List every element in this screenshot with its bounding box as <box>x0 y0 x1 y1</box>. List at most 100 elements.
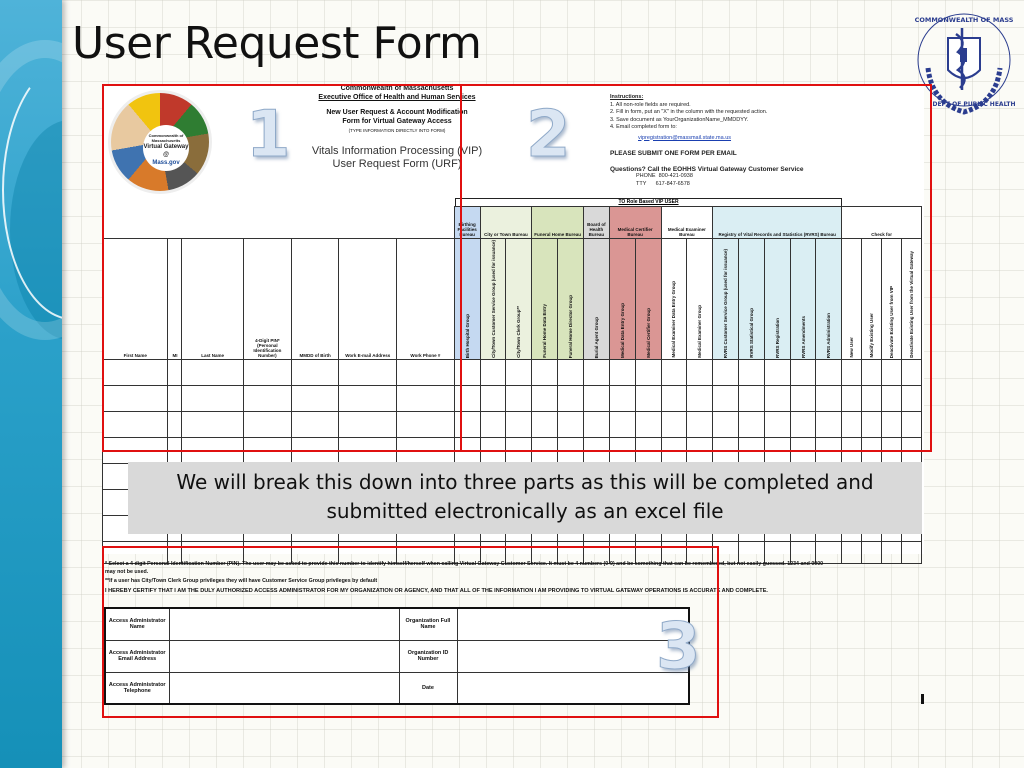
cell-input[interactable] <box>738 410 765 438</box>
cell-input[interactable] <box>686 410 714 438</box>
cell-input[interactable] <box>789 384 817 412</box>
cell-input[interactable] <box>789 358 817 386</box>
cell-input[interactable] <box>101 384 169 412</box>
cell-input[interactable] <box>841 358 863 386</box>
cell-input[interactable] <box>738 358 765 386</box>
cell-input[interactable] <box>557 384 584 412</box>
cell-input[interactable] <box>167 358 183 386</box>
admin-telephone-input[interactable] <box>168 671 400 705</box>
cell-input[interactable] <box>900 540 923 564</box>
cell-input[interactable] <box>582 410 610 438</box>
cell-input[interactable] <box>686 436 714 464</box>
cell-input[interactable] <box>505 436 533 464</box>
cell-input[interactable] <box>686 358 714 386</box>
cell-input[interactable] <box>789 410 817 438</box>
cell-input[interactable] <box>660 410 688 438</box>
cell-input[interactable] <box>531 436 559 464</box>
cell-input[interactable] <box>242 358 292 386</box>
cell-input[interactable] <box>181 358 244 386</box>
cell-input[interactable] <box>634 436 662 464</box>
cell-input[interactable] <box>582 384 610 412</box>
cell-input[interactable] <box>181 436 244 464</box>
cell-input[interactable] <box>763 358 791 386</box>
cell-input[interactable] <box>479 358 507 386</box>
cell-input[interactable] <box>582 358 610 386</box>
cell-input[interactable] <box>505 358 533 386</box>
cell-input[interactable] <box>841 384 863 412</box>
cell-input[interactable] <box>738 384 765 412</box>
cell-input[interactable] <box>167 384 183 412</box>
cell-input[interactable] <box>242 410 292 438</box>
cell-input[interactable] <box>686 384 714 412</box>
admin-email-input[interactable] <box>168 639 400 673</box>
cell-input[interactable] <box>900 384 923 412</box>
cell-input[interactable] <box>101 410 169 438</box>
cell-input[interactable] <box>900 358 923 386</box>
cell-input[interactable] <box>881 358 902 386</box>
cell-input[interactable] <box>608 358 636 386</box>
cell-input[interactable] <box>881 436 902 464</box>
cell-input[interactable] <box>396 436 455 464</box>
cell-input[interactable] <box>557 358 584 386</box>
cell-input[interactable] <box>763 384 791 412</box>
cell-input[interactable] <box>861 436 883 464</box>
cell-input[interactable] <box>660 384 688 412</box>
cell-input[interactable] <box>815 436 843 464</box>
cell-input[interactable] <box>181 410 244 438</box>
cell-input[interactable] <box>815 358 843 386</box>
cell-input[interactable] <box>453 358 481 386</box>
cell-input[interactable] <box>453 410 481 438</box>
cell-input[interactable] <box>881 384 902 412</box>
cell-input[interactable] <box>167 436 183 464</box>
org-full-name-input[interactable] <box>456 607 690 641</box>
cell-input[interactable] <box>841 540 863 564</box>
cell-input[interactable] <box>841 410 863 438</box>
email-link[interactable]: vipregistration@massmail.state.ma.us <box>638 134 732 141</box>
cell-input[interactable] <box>582 436 610 464</box>
cell-input[interactable] <box>861 358 883 386</box>
org-id-input[interactable] <box>456 639 690 673</box>
cell-input[interactable] <box>396 410 455 438</box>
cell-input[interactable] <box>712 410 740 438</box>
cell-input[interactable] <box>479 384 507 412</box>
cell-input[interactable] <box>338 410 398 438</box>
cell-input[interactable] <box>338 384 398 412</box>
cell-input[interactable] <box>712 436 740 464</box>
cell-input[interactable] <box>660 436 688 464</box>
cell-input[interactable] <box>557 436 584 464</box>
cell-input[interactable] <box>789 436 817 464</box>
cell-input[interactable] <box>634 358 662 386</box>
cell-input[interactable] <box>531 358 559 386</box>
cell-input[interactable] <box>101 436 169 464</box>
cell-input[interactable] <box>290 436 340 464</box>
cell-input[interactable] <box>242 436 292 464</box>
cell-input[interactable] <box>900 436 923 464</box>
cell-input[interactable] <box>453 436 481 464</box>
cell-input[interactable] <box>763 410 791 438</box>
cell-input[interactable] <box>712 358 740 386</box>
cell-input[interactable] <box>242 384 292 412</box>
cell-input[interactable] <box>531 384 559 412</box>
cell-input[interactable] <box>608 436 636 464</box>
cell-input[interactable] <box>338 436 398 464</box>
date-input[interactable] <box>456 671 690 705</box>
cell-input[interactable] <box>505 410 533 438</box>
cell-input[interactable] <box>815 410 843 438</box>
cell-input[interactable] <box>881 410 902 438</box>
cell-input[interactable] <box>861 540 883 564</box>
cell-input[interactable] <box>900 410 923 438</box>
cell-input[interactable] <box>712 384 740 412</box>
cell-input[interactable] <box>505 384 533 412</box>
cell-input[interactable] <box>738 436 765 464</box>
cell-input[interactable] <box>479 410 507 438</box>
cell-input[interactable] <box>479 436 507 464</box>
cell-input[interactable] <box>763 436 791 464</box>
cell-input[interactable] <box>181 384 244 412</box>
cell-input[interactable] <box>290 410 340 438</box>
cell-input[interactable] <box>861 410 883 438</box>
cell-input[interactable] <box>557 410 584 438</box>
cell-input[interactable] <box>396 358 455 386</box>
cell-input[interactable] <box>841 436 863 464</box>
cell-input[interactable] <box>338 358 398 386</box>
cell-input[interactable] <box>608 410 636 438</box>
